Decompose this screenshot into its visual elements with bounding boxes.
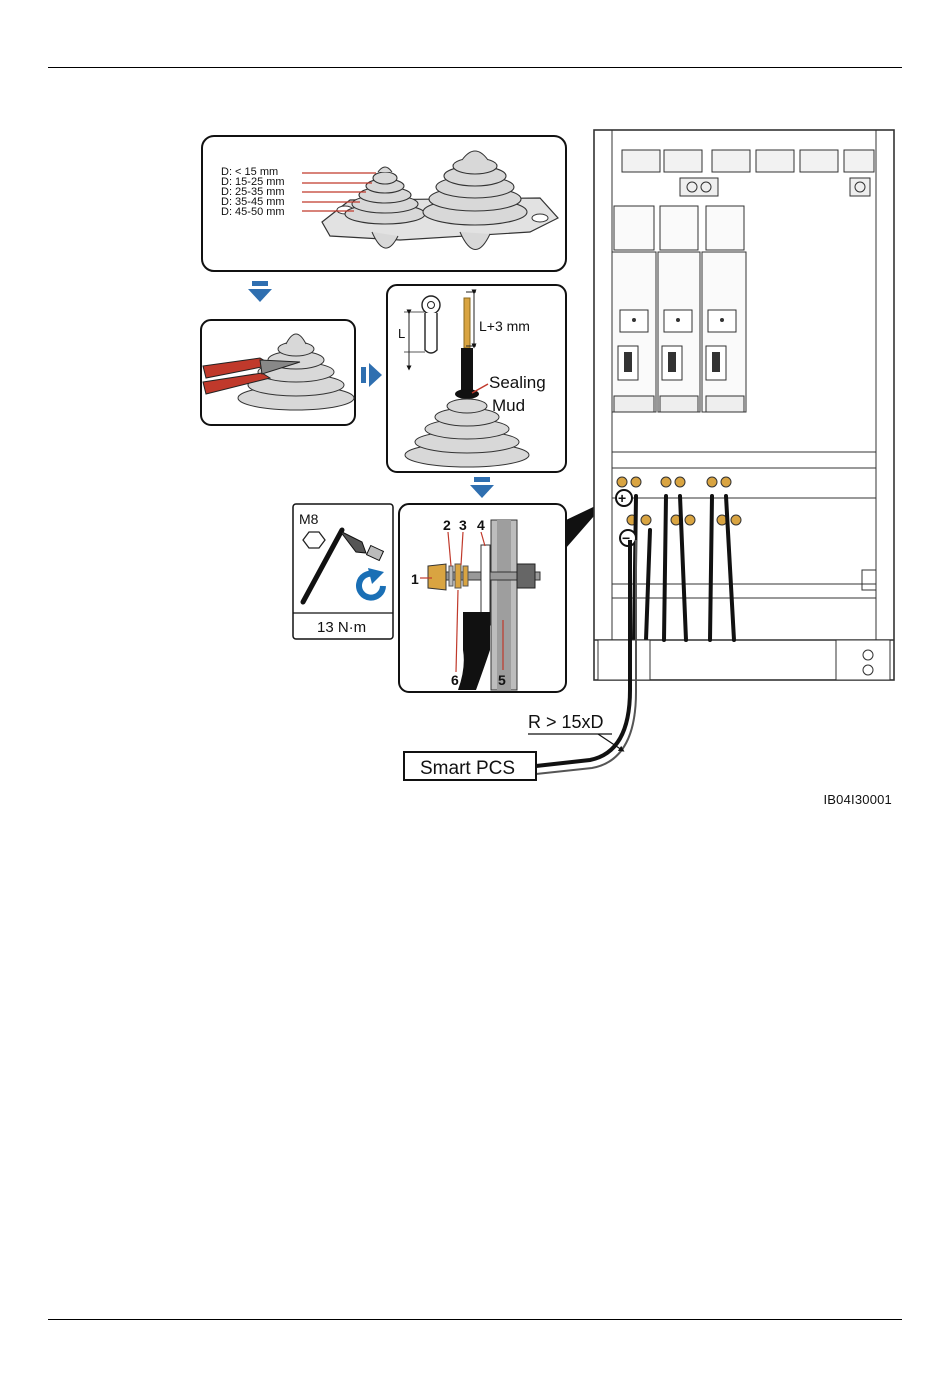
svg-text:+: + <box>618 490 626 506</box>
part-label-3: 3 <box>459 517 467 533</box>
bolt-size-label: M8 <box>299 511 319 527</box>
bend-radius-label: R > 15xD <box>528 712 604 732</box>
flow-arrow-right-icon <box>361 363 382 387</box>
grommet-size-5: D: 45-50 mm <box>221 206 285 218</box>
sealing-label-line1: Sealing <box>489 373 546 392</box>
part-label-1: 1 <box>411 571 419 587</box>
dim-L3-label: L+3 mm <box>479 318 530 334</box>
part-label-6: 6 <box>451 672 459 688</box>
flow-arrow-down-2-icon <box>470 477 494 498</box>
sealing-panel: L L+3 mm Sealing Mud <box>387 285 566 472</box>
part-label-4: 4 <box>477 517 485 533</box>
bolt-assembly-panel: 2 3 4 1 6 5 <box>399 504 566 692</box>
grommet-size-panel: D: < 15 mm D: 15-25 mm D: 25-35 mm D: 35… <box>202 136 566 271</box>
cutting-panel <box>201 320 355 425</box>
flow-arrow-down-icon <box>248 281 272 302</box>
positive-terminal-icon: + <box>616 490 632 506</box>
bend-radius-annotation: R > 15xD <box>528 712 622 750</box>
battery-cabinet <box>594 130 894 680</box>
torque-value: 13 N·m <box>317 619 366 636</box>
part-label-2: 2 <box>443 517 451 533</box>
figure-id: IB04I30001 <box>823 792 892 807</box>
smart-pcs-box: Smart PCS <box>404 752 536 780</box>
sealing-label-line2: Mud <box>492 396 525 415</box>
smart-pcs-label: Smart PCS <box>420 758 515 779</box>
dim-L-label: L <box>398 326 405 341</box>
torque-panel: M8 13 N·m <box>293 504 393 639</box>
part-label-5: 5 <box>498 672 506 688</box>
